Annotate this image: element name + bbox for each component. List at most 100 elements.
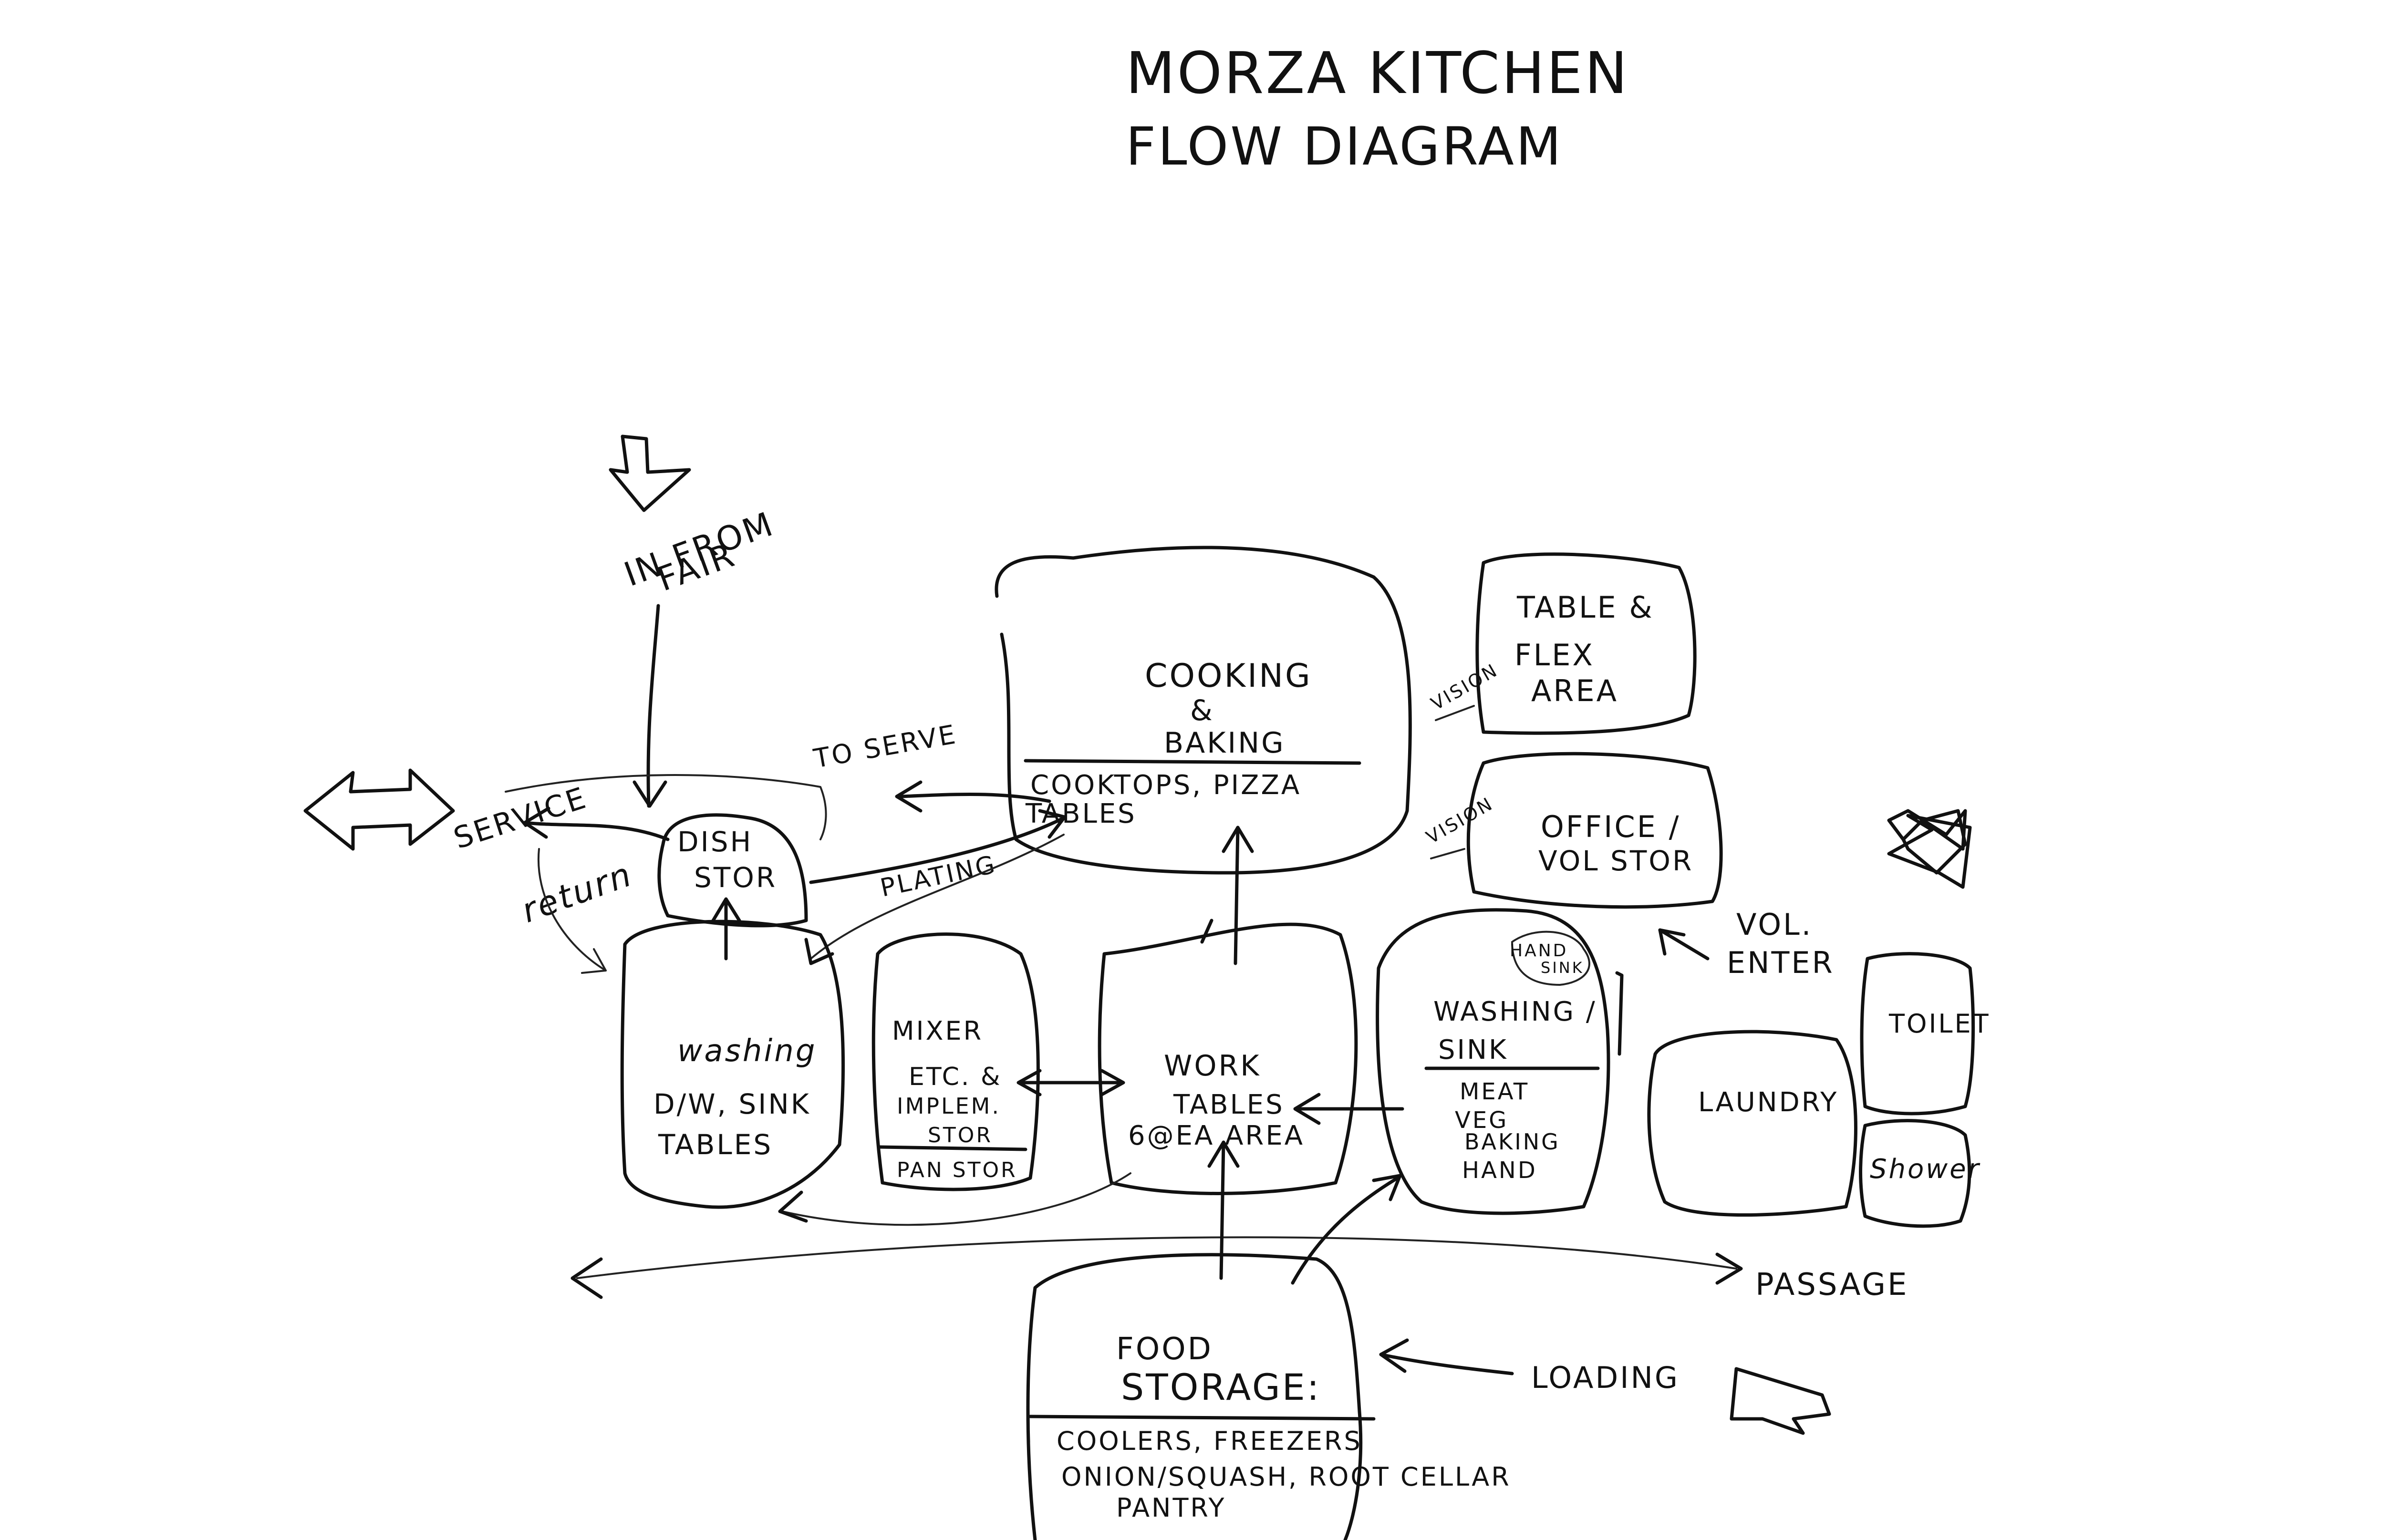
loading-line (1379, 1353, 1514, 1375)
zone-food-storage: FOOD STORAGE: COOLERS, FREEZERS ONION/SQ… (1026, 1140, 1509, 1540)
return-line (537, 848, 607, 972)
loading-entry: LOADING (1379, 1338, 1831, 1435)
sink-label: SINK (1438, 1034, 1508, 1065)
vol-stor-label: VOL STOR (1538, 845, 1693, 877)
in-from-fair-entry: IN FROM FAIR (609, 434, 779, 808)
zone-outline (1098, 922, 1358, 1195)
arrowhead (1100, 1069, 1125, 1096)
arrowhead (778, 1190, 808, 1223)
cooktops-label: COOKTOPS, PIZZA (1030, 770, 1301, 801)
flex-label: FLEX (1514, 638, 1595, 672)
service-label: SERVICE (449, 780, 591, 856)
arrowhead (1207, 1140, 1240, 1168)
vol-label: VOL. (1736, 907, 1813, 942)
cooking-and: & (1190, 694, 1214, 727)
stor-label: STOR (694, 861, 777, 894)
baking-label: BAKING (1164, 726, 1286, 760)
arrowhead (1379, 1338, 1409, 1373)
arrowhead (1222, 826, 1254, 853)
pan-stor-label: PAN STOR (897, 1158, 1017, 1182)
arrowhead (804, 938, 834, 965)
zone-shower: Shower (1859, 1119, 1979, 1228)
to-serve-label: TO SERVE (811, 719, 959, 774)
mixer-label: MIXER (892, 1016, 983, 1046)
zone-outline (1466, 752, 1723, 909)
hand-label: HAND (1462, 1157, 1537, 1184)
zone-work-tables: WORK TABLES 6@EA AREA (1098, 826, 1358, 1195)
table-label: TABLE & (1516, 590, 1654, 625)
zone-outline (657, 813, 808, 928)
dish-label: DISH (677, 826, 753, 858)
meat-label: MEAT (1460, 1078, 1529, 1105)
vol-entry: VOL. ENTER (1658, 814, 1972, 980)
return-label: return (517, 855, 638, 930)
cooking-label: COOKING (1145, 657, 1312, 695)
coolers-label: COOLERS, FREEZERS (1057, 1426, 1362, 1456)
arrowhead (1016, 1069, 1042, 1096)
plating-line (809, 816, 1066, 884)
zone-outline (1475, 552, 1697, 735)
arrowhead (1372, 1174, 1402, 1201)
zone-outline (1859, 1119, 1971, 1228)
zone-cooking-baking: COOKING & BAKING COOKTOPS, PIZZA TABLES … (811, 546, 1412, 875)
plating-return-line (810, 834, 1065, 960)
zone-table-flex: TABLE & FLEX AREA VISION (1428, 552, 1697, 735)
vol-entry-arrow-icon (1887, 814, 1972, 889)
zone-outline (1647, 1030, 1857, 1217)
arrowhead (895, 780, 923, 813)
washing-sink-label: WASHING / (1433, 996, 1597, 1027)
zone-outline (1026, 1253, 1363, 1540)
zone-dish-stor: DISH STOR PLATING (657, 809, 1067, 965)
flow-line (523, 821, 670, 841)
passage-line (576, 1236, 1737, 1279)
diagram-title: MORZA KITCHEN FLOW DIAGRAM (1126, 41, 1628, 177)
zone-washing: washing D/W, SINK TABLES (620, 897, 845, 1209)
dw-sink-label: D/W, SINK (653, 1088, 811, 1120)
zone-washing-sink: WASHING / SINK MEAT VEG BAKING HAND HAND… (1293, 908, 1624, 1215)
vision-label: VISION (1423, 793, 1497, 848)
vision-label: VISION (1428, 659, 1502, 714)
work-label: WORK (1164, 1049, 1261, 1083)
laundry-label: LAUNDRY (1698, 1087, 1838, 1118)
zone-divider (1028, 1415, 1376, 1421)
etc-label: ETC. & (909, 1063, 1002, 1091)
hand-sink-label-2: SINK (1541, 959, 1584, 977)
storage-label: STORAGE: (1121, 1366, 1321, 1408)
vision-arrow (1430, 848, 1465, 859)
hand-sink-outline (1511, 930, 1590, 986)
arrowhead (1293, 1093, 1321, 1125)
tick-mark (1200, 919, 1213, 944)
zone-outline (1860, 952, 1975, 1116)
washing-label: washing (677, 1034, 817, 1069)
zone-office: OFFICE / VOL STOR VISION (1423, 752, 1723, 909)
east-entry (1887, 809, 1967, 875)
arrowhead (1658, 928, 1686, 956)
office-label: OFFICE / (1541, 809, 1680, 844)
area-label: AREA (1531, 673, 1618, 708)
zone-divider (878, 1145, 1027, 1151)
arrowhead (633, 780, 667, 808)
enter-label: ENTER (1727, 945, 1835, 980)
mixer-stor-label: STOR (928, 1123, 993, 1147)
to-serve-arrow (900, 793, 1051, 803)
east-entry-arrow-icon (1887, 809, 1967, 851)
loading-label: LOADING (1531, 1360, 1680, 1395)
zone-outline (871, 932, 1040, 1191)
service-boundary-line (505, 774, 827, 840)
arrowhead (581, 948, 607, 974)
down-arrow-icon (609, 434, 691, 512)
zone-mixer: MIXER ETC. & IMPLEM. STOR PAN STOR (871, 932, 1125, 1191)
work-to-cooking-arrow (1234, 826, 1240, 965)
passage-label: PASSAGE (1755, 1267, 1908, 1302)
storage-to-sink-arrow (1291, 1176, 1400, 1285)
pantry-label: PANTRY (1116, 1493, 1226, 1523)
tables-label: TABLES (1025, 798, 1137, 829)
zone-outline (995, 546, 1412, 875)
vol-arrow (1658, 928, 1710, 961)
toilet-label: TOILET (1888, 1009, 1991, 1039)
veg-label: VEG (1455, 1107, 1508, 1134)
storage-to-work-arrow (1219, 1140, 1225, 1280)
zone-laundry: LAUNDRY (1647, 1030, 1857, 1217)
arrowhead (523, 806, 550, 839)
ea-area-label: 6@EA AREA (1128, 1120, 1305, 1151)
